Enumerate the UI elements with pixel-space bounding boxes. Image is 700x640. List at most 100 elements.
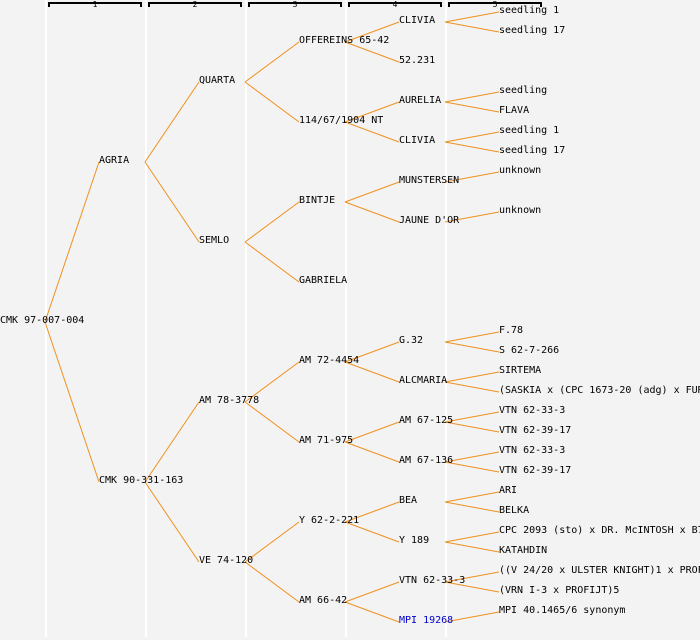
pedigree-node: VE 74-120 (199, 555, 254, 566)
pedigree-edge (444, 581, 500, 593)
pedigree-edge (344, 421, 400, 443)
pedigree-edge (444, 501, 500, 513)
pedigree-node: seedling 17 (499, 25, 566, 36)
pedigree-node: OFFEREINS 65-42 (299, 35, 390, 46)
pedigree-edge (444, 411, 500, 423)
generation-number: 3 (292, 0, 298, 9)
pedigree-node: BINTJE (299, 195, 336, 206)
pedigree-edge (444, 461, 500, 473)
pedigree-edge (444, 331, 500, 343)
pedigree-edge (344, 501, 400, 523)
pedigree-node: MPI 40.1465/6 synonym (499, 605, 626, 616)
pedigree-edge (344, 21, 400, 43)
pedigree-node: KATAHDIN (499, 545, 548, 556)
pedigree-edge (344, 601, 400, 623)
pedigree-node: 52.231 (399, 55, 436, 66)
pedigree-edge (244, 241, 300, 283)
pedigree-node: Y 62-2-221 (299, 515, 360, 526)
pedigree-edge (144, 481, 200, 563)
pedigree-edge (344, 101, 400, 123)
pedigree-node: CMK 90-331-163 (99, 475, 184, 486)
pedigree-node: ((V 24/20 x ULSTER KNIGHT)1 x PROF (499, 565, 700, 576)
pedigree-node: GABRIELA (299, 275, 348, 286)
pedigree-node: AM 67-136 (399, 455, 454, 466)
pedigree-node: BEA (399, 495, 418, 506)
pedigree-edge (144, 401, 200, 483)
pedigree-edge (444, 141, 500, 153)
generation-number: 2 (192, 0, 198, 9)
pedigree-node: SEMLO (199, 235, 230, 246)
pedigree-edge (344, 41, 400, 63)
pedigree-edge (144, 161, 200, 243)
generation-bracket (248, 2, 342, 7)
generation-number: 4 (392, 0, 398, 9)
pedigree-node: VTN 62-39-17 (499, 465, 572, 476)
pedigree-node: VTN 62-33-3 (499, 445, 566, 456)
pedigree-node: G.32 (399, 335, 424, 346)
pedigree-edge (444, 421, 500, 433)
pedigree-edge (344, 441, 400, 463)
pedigree-edge (244, 561, 300, 603)
pedigree-edge (244, 201, 300, 243)
pedigree-edge (244, 361, 300, 403)
pedigree-root: CMK 97-007-004 (0, 315, 85, 326)
pedigree-edge (444, 451, 500, 463)
pedigree-edge (444, 371, 500, 383)
pedigree-node: AGRIA (99, 155, 130, 166)
pedigree-edge (344, 581, 400, 603)
pedigree-node: unknown (499, 205, 542, 216)
pedigree-node: S 62-7-266 (499, 345, 560, 356)
pedigree-edge (444, 131, 500, 143)
pedigree-edge (444, 171, 500, 183)
pedigree-node: ARI (499, 485, 518, 496)
pedigree-node: CLIVIA (399, 15, 436, 26)
pedigree-edge (444, 21, 500, 33)
pedigree-node: Y 189 (399, 535, 430, 546)
pedigree-node: AM 71-975 (299, 435, 354, 446)
generation-separator (345, 0, 347, 637)
pedigree-edge (444, 541, 500, 553)
pedigree-edge (344, 341, 400, 363)
pedigree-node: SIRTEMA (499, 365, 542, 376)
pedigree-edge (444, 491, 500, 503)
pedigree-node: AM 66-42 (299, 595, 348, 606)
generation-number: 1 (92, 0, 98, 9)
pedigree-node: AM 78-3778 (199, 395, 260, 406)
pedigree-node: seedling 1 (499, 5, 560, 16)
pedigree-node: 114/67/1904 NT (299, 115, 384, 126)
pedigree-node[interactable]: MPI 19268 (399, 615, 454, 626)
generation-separator (445, 0, 447, 637)
pedigree-node: VTN 62-33-3 (399, 575, 466, 586)
pedigree-edge (144, 81, 200, 163)
pedigree-node: F.78 (499, 325, 524, 336)
pedigree-node: CLIVIA (399, 135, 436, 146)
pedigree-node: FLAVA (499, 105, 530, 116)
pedigree-edge (444, 531, 500, 543)
pedigree-node: unknown (499, 165, 542, 176)
generation-bracket (148, 2, 242, 7)
pedigree-edge (244, 81, 300, 123)
pedigree-node: (SASKIA x (CPC 1673-20 (adg) x FUR (499, 385, 700, 396)
pedigree-node: MUNSTERSEN (399, 175, 460, 186)
pedigree-node: VTN 62-39-17 (499, 425, 572, 436)
pedigree-edge (244, 41, 300, 83)
pedigree-node: QUARTA (199, 75, 236, 86)
pedigree-node: JAUNE D'OR (399, 215, 460, 226)
pedigree-node: ALCMARIA (399, 375, 448, 386)
pedigree-edge (444, 211, 500, 223)
pedigree-node: VTN 62-33-3 (499, 405, 566, 416)
generation-separator (245, 0, 247, 637)
pedigree-edge (444, 101, 500, 113)
pedigree-edge (444, 341, 500, 353)
pedigree-edge (344, 521, 400, 543)
generation-bracket (348, 2, 442, 7)
pedigree-edge (344, 201, 400, 223)
pedigree-node: CPC 2093 (sto) x DR. McINTOSH x B7 (499, 525, 700, 536)
pedigree-edge (444, 611, 500, 623)
pedigree-node: seedling (499, 85, 548, 96)
pedigree-edge (244, 521, 300, 563)
generation-number: 5 (492, 0, 498, 9)
pedigree-edge (444, 91, 500, 103)
